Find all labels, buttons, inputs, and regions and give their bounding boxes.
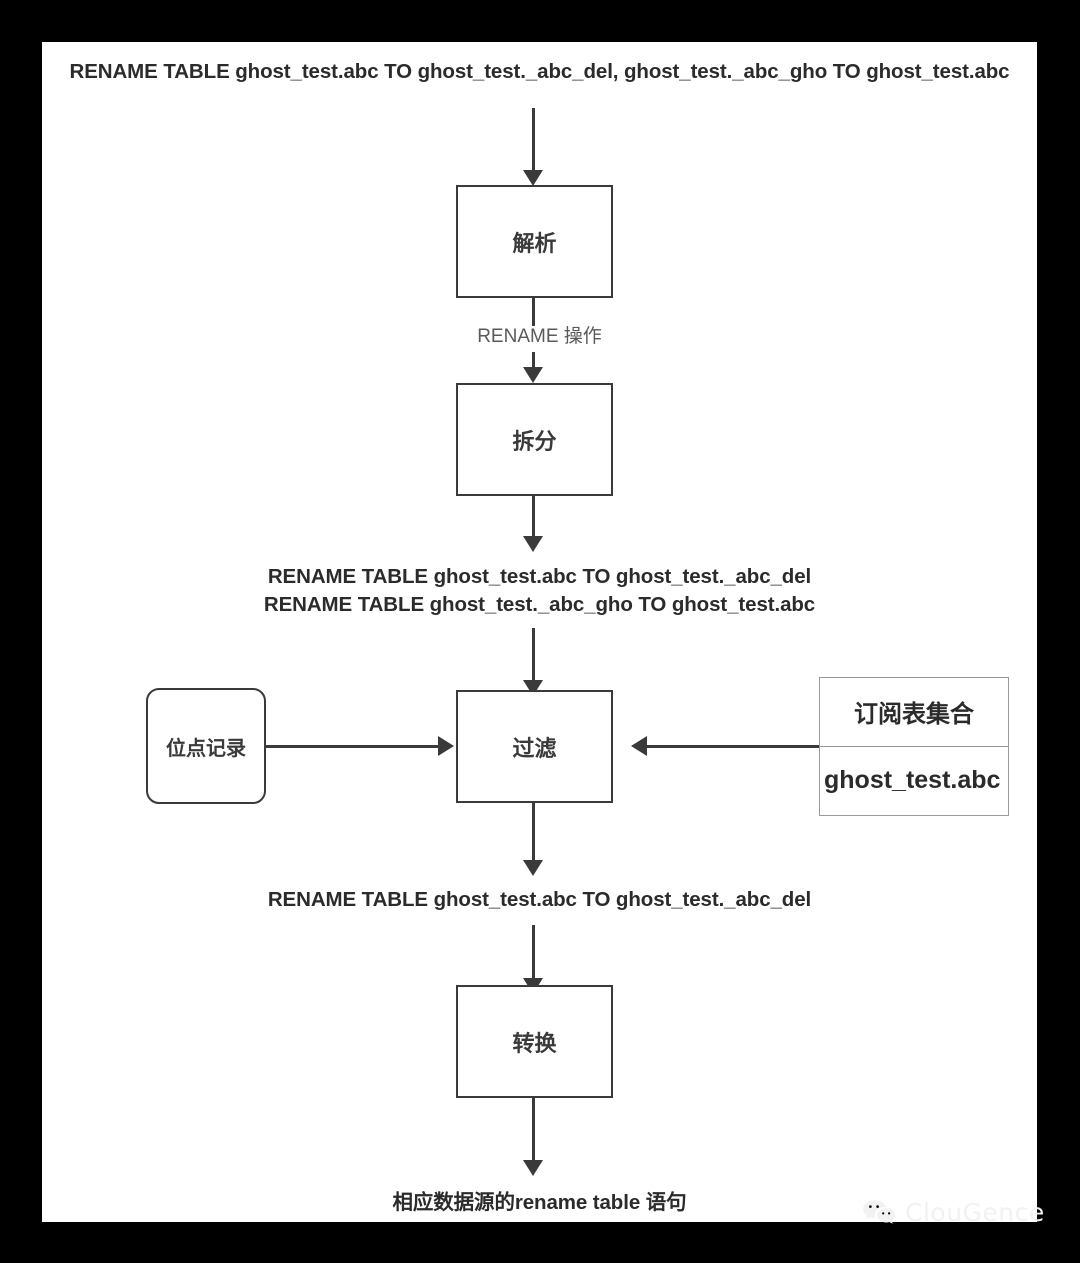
connector-table-to-filter bbox=[647, 745, 820, 748]
node-transform-label: 转换 bbox=[512, 1030, 557, 1056]
connector-transform-to-final bbox=[532, 1098, 535, 1168]
connector-split-to-output bbox=[532, 496, 535, 544]
connector-parse-to-split-upper bbox=[532, 298, 535, 326]
arrowhead-transform-to-final bbox=[523, 1160, 543, 1176]
arrowhead-title-to-parse bbox=[523, 170, 543, 186]
node-transform[interactable]: 转换 bbox=[456, 985, 613, 1098]
connector-filter-to-output bbox=[532, 803, 535, 869]
subscribed-tables-table[interactable]: 订阅表集合 ghost_test.abc bbox=[819, 677, 1009, 816]
arrowhead-split-to-output bbox=[523, 536, 543, 552]
node-split-label: 拆分 bbox=[512, 428, 557, 454]
subscribed-tables-header: 订阅表集合 bbox=[820, 678, 1008, 747]
final-output-statement: 相应数据源的rename table 语句 bbox=[392, 1191, 687, 1214]
node-filter[interactable]: 过滤 bbox=[456, 690, 613, 803]
subscribed-tables-row: ghost_test.abc bbox=[824, 766, 1001, 795]
watermark: ClouGence bbox=[862, 1198, 1045, 1227]
arrowhead-filter-to-output bbox=[523, 860, 543, 876]
node-parse[interactable]: 解析 bbox=[456, 185, 613, 298]
split-output-line-2: RENAME TABLE ghost_test._abc_gho TO ghos… bbox=[263, 593, 816, 616]
edge-label-rename-operation: RENAME 操作 bbox=[477, 326, 602, 347]
filter-output-statement: RENAME TABLE ghost_test.abc TO ghost_tes… bbox=[267, 888, 812, 911]
arrowhead-parse-to-split bbox=[523, 367, 543, 383]
node-position-record-label: 位点记录 bbox=[166, 737, 246, 760]
watermark-brand: ClouGence bbox=[905, 1198, 1045, 1227]
title-statement: RENAME TABLE ghost_test.abc TO ghost_tes… bbox=[69, 60, 1010, 83]
node-filter-label: 过滤 bbox=[512, 735, 557, 761]
wechat-icon bbox=[862, 1199, 896, 1227]
split-output-line-1: RENAME TABLE ghost_test.abc TO ghost_tes… bbox=[267, 565, 812, 588]
connector-parse-to-split-lower bbox=[532, 352, 535, 370]
node-position-record[interactable]: 位点记录 bbox=[146, 688, 266, 804]
connector-output-to-filter bbox=[532, 628, 535, 690]
arrowhead-table-to-filter bbox=[631, 736, 647, 756]
node-split[interactable]: 拆分 bbox=[456, 383, 613, 496]
diagram-canvas: RENAME TABLE ghost_test.abc TO ghost_tes… bbox=[42, 42, 1037, 1222]
node-parse-label: 解析 bbox=[512, 230, 557, 256]
connector-output-to-transform bbox=[532, 925, 535, 987]
arrowhead-position-to-filter bbox=[438, 736, 454, 756]
connector-title-to-parse bbox=[532, 108, 535, 180]
connector-position-to-filter bbox=[266, 745, 438, 748]
